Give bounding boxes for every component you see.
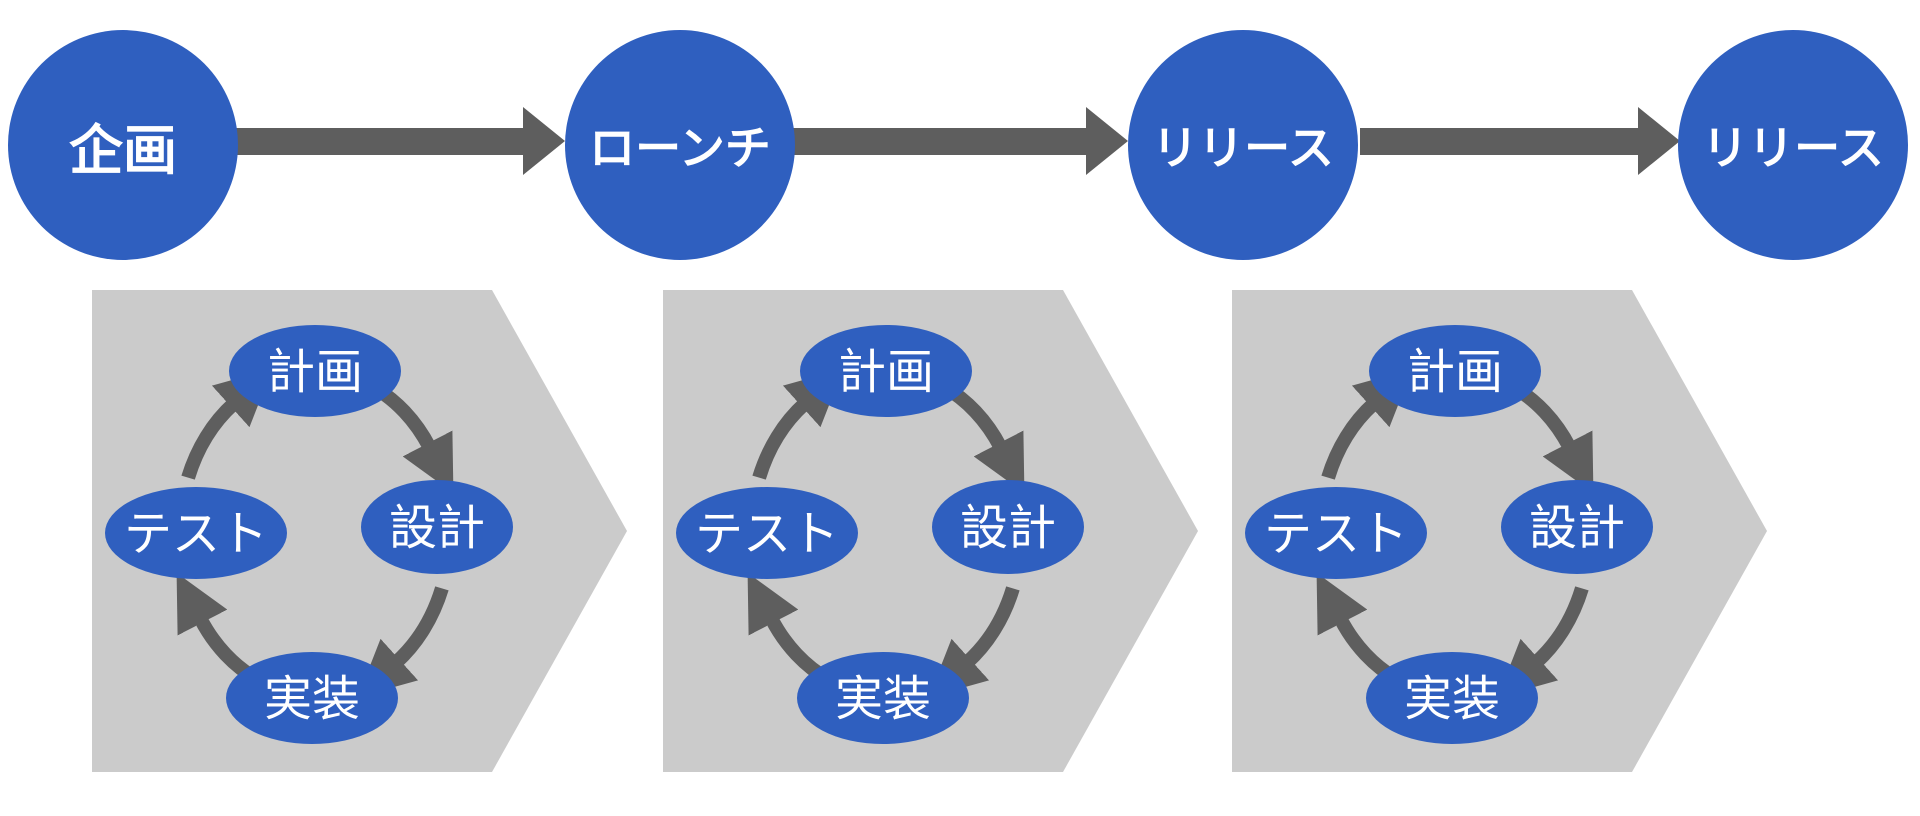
cycle-node-label-implement: 実装 (1404, 673, 1500, 726)
cycle-node-design (361, 480, 513, 574)
cycle-arrow-bottom-right-icon (928, 586, 1020, 698)
cycle-node-design (932, 480, 1084, 574)
cycle-node-implement (226, 652, 398, 744)
cycle-node-label-plan: 計画 (267, 346, 363, 399)
cycle-node-implement (797, 652, 969, 744)
flow-step-label: 企画 (69, 120, 177, 181)
cycle-arrow-bottom-right-icon (1497, 586, 1589, 698)
cycle-node-test (105, 487, 287, 579)
cycle-node-plan (1369, 325, 1541, 417)
flow-arrow-shaft-1 (235, 128, 525, 155)
flow-arrow-shaft-3 (1360, 128, 1640, 155)
cycle-node-label-design: 設計 (389, 502, 485, 555)
cycle-node-label-design: 設計 (960, 502, 1056, 555)
flow-step-launch: ローンチ (565, 30, 795, 260)
flow-step-release-2: リリース (1678, 30, 1908, 260)
flow-arrow-head-2-icon (1086, 107, 1128, 175)
cycle-node-label-test: テスト (695, 508, 839, 561)
flow-step-label: リリース (1152, 122, 1334, 174)
flow-step-release-1: リリース (1128, 30, 1358, 260)
cycle-arrow-top-left-icon (752, 368, 844, 480)
cycle-diagram-2: 計画 設計 実装 テスト (663, 290, 1198, 772)
cycle-node-label-plan: 計画 (838, 346, 934, 399)
cycle-node-label-implement: 実装 (835, 673, 931, 726)
cycle-chevron-3: 計画 設計 実装 テスト (1232, 290, 1767, 772)
cycle-diagram-1: 計画 設計 実装 テスト (92, 290, 627, 772)
cycle-node-label-test: テスト (1264, 508, 1408, 561)
cycle-arrow-bottom-right-icon (357, 586, 449, 698)
cycle-node-test (676, 487, 858, 579)
cycle-node-implement (1366, 652, 1538, 744)
cycle-node-label-implement: 実装 (264, 673, 360, 726)
cycle-node-label-test: テスト (124, 508, 268, 561)
cycle-arrow-top-left-icon (181, 368, 273, 480)
flow-step-kikaku: 企画 (8, 30, 238, 260)
cycle-chevron-1: 計画 設計 実装 テスト (92, 290, 627, 772)
flow-arrow-head-1-icon (523, 107, 565, 175)
flow-step-label: リリース (1702, 122, 1884, 174)
cycle-node-test (1245, 487, 1427, 579)
cycle-node-label-plan: 計画 (1407, 346, 1503, 399)
cycle-node-plan (229, 325, 401, 417)
cycle-chevron-2: 計画 設計 実装 テスト (663, 290, 1198, 772)
cycle-node-plan (800, 325, 972, 417)
cycle-diagram-3: 計画 設計 実装 テスト (1232, 290, 1767, 772)
flow-arrow-head-3-icon (1638, 107, 1680, 175)
flow-step-label: ローンチ (589, 122, 771, 174)
cycle-arrow-top-left-icon (1321, 368, 1413, 480)
cycle-node-label-design: 設計 (1529, 502, 1625, 555)
cycle-node-design (1501, 480, 1653, 574)
flow-arrow-shaft-2 (793, 128, 1088, 155)
